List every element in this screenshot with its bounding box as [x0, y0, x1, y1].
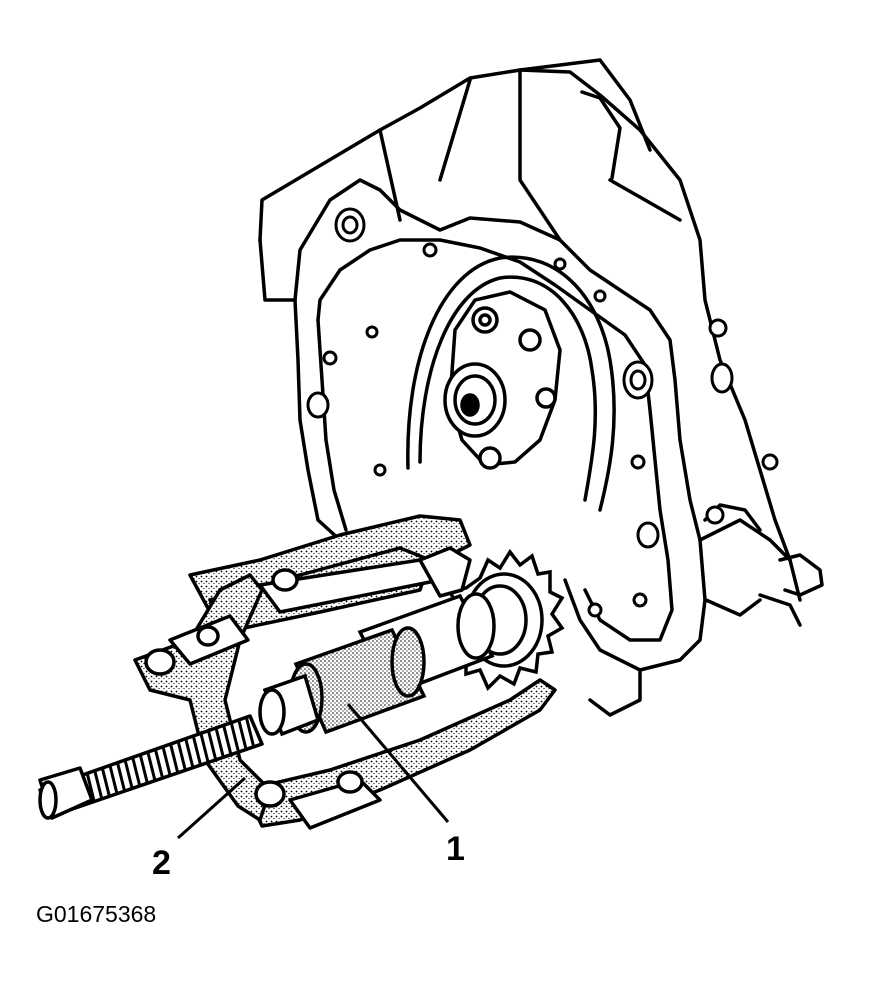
callout-number-2: 2 [152, 844, 171, 882]
sprocket-adapter [258, 592, 496, 737]
figure-id: G01675368 [36, 901, 156, 927]
cover-bolt-holes [306, 207, 779, 618]
leader-line-1 [346, 703, 450, 823]
leader-line-2 [176, 776, 247, 840]
callout-number-1: 1 [446, 830, 465, 868]
callout-2: 2 [152, 776, 247, 882]
callout-1: 1 [346, 703, 465, 868]
crankshaft-hub [443, 290, 562, 470]
puller-tool [38, 514, 557, 830]
engine-block [258, 58, 824, 717]
